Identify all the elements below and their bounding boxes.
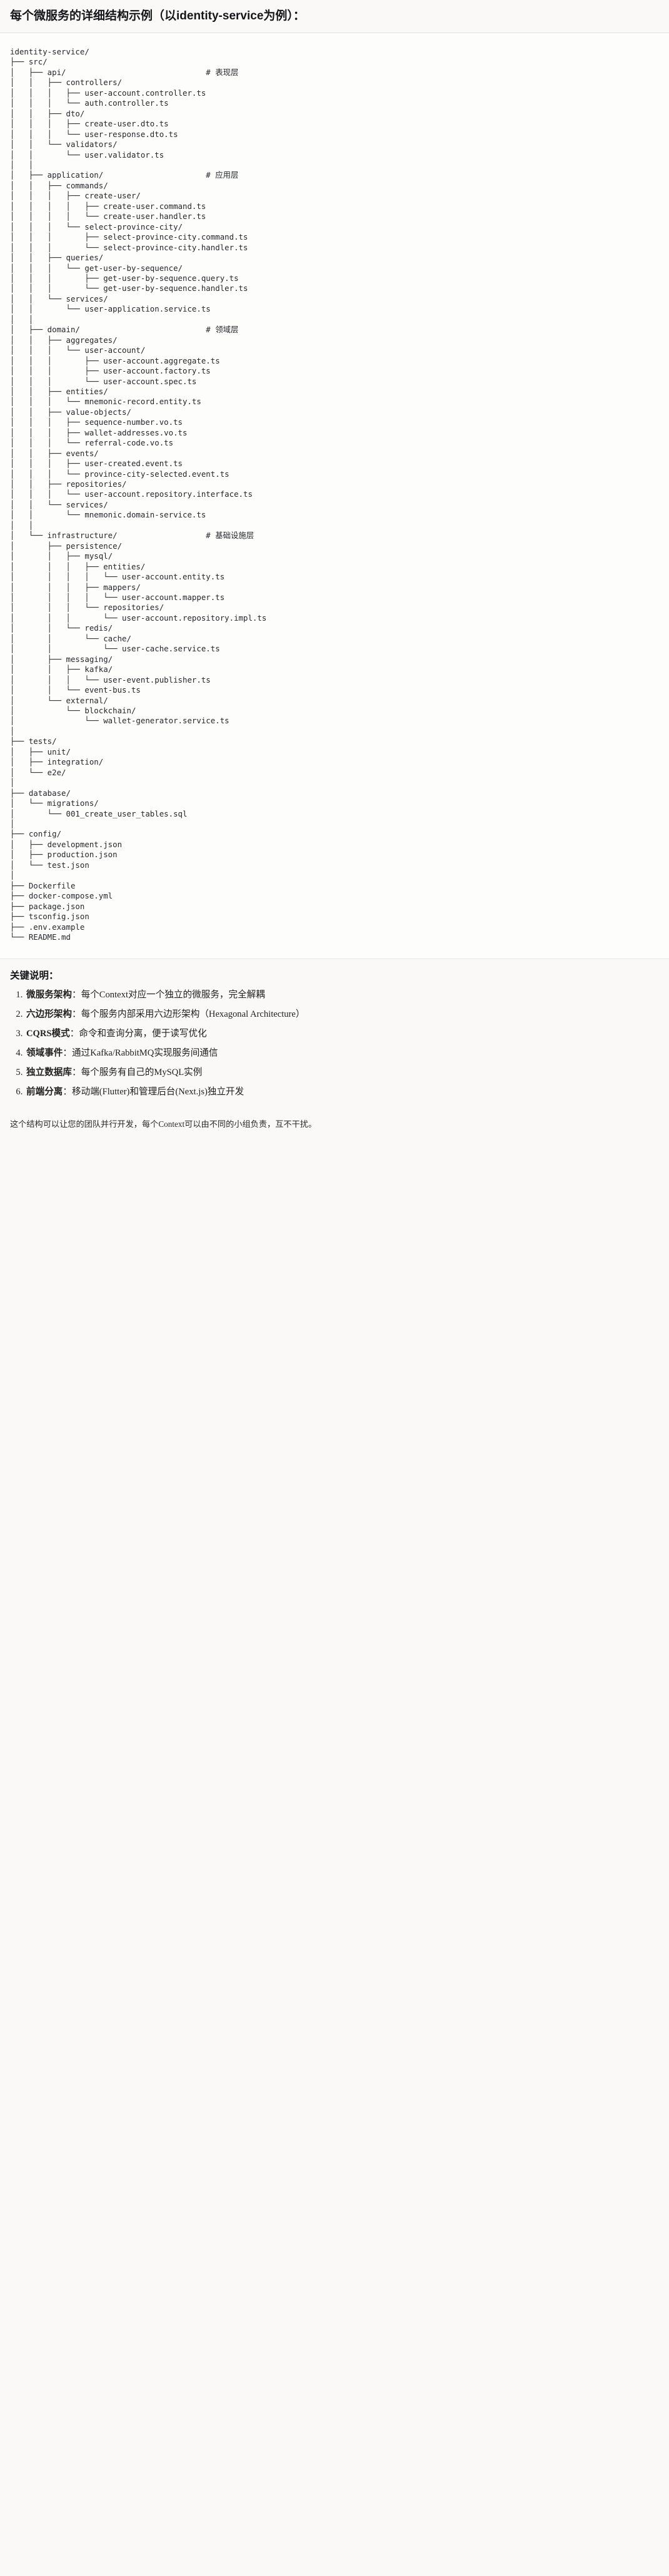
key-note-term: CQRS模式	[26, 1029, 70, 1039]
key-note-description: 命令和查询分离，便于读写优化	[79, 1029, 207, 1039]
key-note-item: 领域事件：通过Kafka/RabbitMQ实现服务间通信	[25, 1047, 659, 1059]
key-note-separator: ：	[71, 1009, 81, 1020]
key-note-separator: ：	[71, 1067, 81, 1078]
title-bar: 每个微服务的详细结构示例（以identity-service为例）：	[0, 0, 669, 33]
key-note-term: 独立数据库	[26, 1067, 72, 1078]
key-notes-heading: 关键说明：	[10, 970, 59, 982]
key-note-term: 微服务架构	[26, 990, 72, 1000]
key-notes-section: 关键说明： 微服务架构：每个Context对应一个独立的微服务，完全解耦六边形架…	[0, 959, 669, 1112]
key-note-description: 通过Kafka/RabbitMQ实现服务间通信	[72, 1048, 218, 1059]
key-note-separator: ：	[63, 1048, 72, 1059]
key-note-description: 每个Context对应一个独立的微服务，完全解耦	[81, 990, 265, 1000]
key-note-item: 六边形架构：每个服务内部采用六边形架构（Hexagonal Architectu…	[25, 1009, 659, 1021]
closing-paragraph: 这个结构可以让您的团队并行开发，每个Context可以由不同的小组负责，互不干扰…	[0, 1118, 669, 1142]
key-notes-list: 微服务架构：每个Context对应一个独立的微服务，完全解耦六边形架构：每个服务…	[10, 989, 659, 1098]
page-title: 每个微服务的详细结构示例（以identity-service为例）：	[10, 9, 305, 23]
key-note-separator: ：	[69, 1029, 79, 1039]
key-note-term: 前端分离	[26, 1087, 63, 1097]
key-note-term: 六边形架构	[26, 1009, 72, 1020]
key-note-term: 领域事件	[26, 1048, 63, 1059]
key-note-separator: ：	[63, 1087, 72, 1097]
key-note-description: 每个服务有自己的MySQL实例	[81, 1067, 203, 1078]
key-note-item: CQRS模式：命令和查询分离，便于读写优化	[25, 1028, 659, 1040]
key-note-item: 前端分离：移动端(Flutter)和管理后台(Next.js)独立开发	[25, 1086, 659, 1098]
key-note-description: 每个服务内部采用六边形架构（Hexagonal Architecture）	[81, 1009, 305, 1020]
directory-tree-block: identity-service/ ├── src/ │ ├── api/ # …	[0, 33, 669, 960]
page-root: 每个微服务的详细结构示例（以identity-service为例）： ident…	[0, 0, 669, 1142]
key-note-description: 移动端(Flutter)和管理后台(Next.js)独立开发	[72, 1087, 244, 1097]
key-note-separator: ：	[71, 990, 81, 1000]
key-note-item: 独立数据库：每个服务有自己的MySQL实例	[25, 1067, 659, 1079]
directory-tree: identity-service/ ├── src/ │ ├── api/ # …	[10, 47, 267, 942]
key-note-item: 微服务架构：每个Context对应一个独立的微服务，完全解耦	[25, 989, 659, 1001]
